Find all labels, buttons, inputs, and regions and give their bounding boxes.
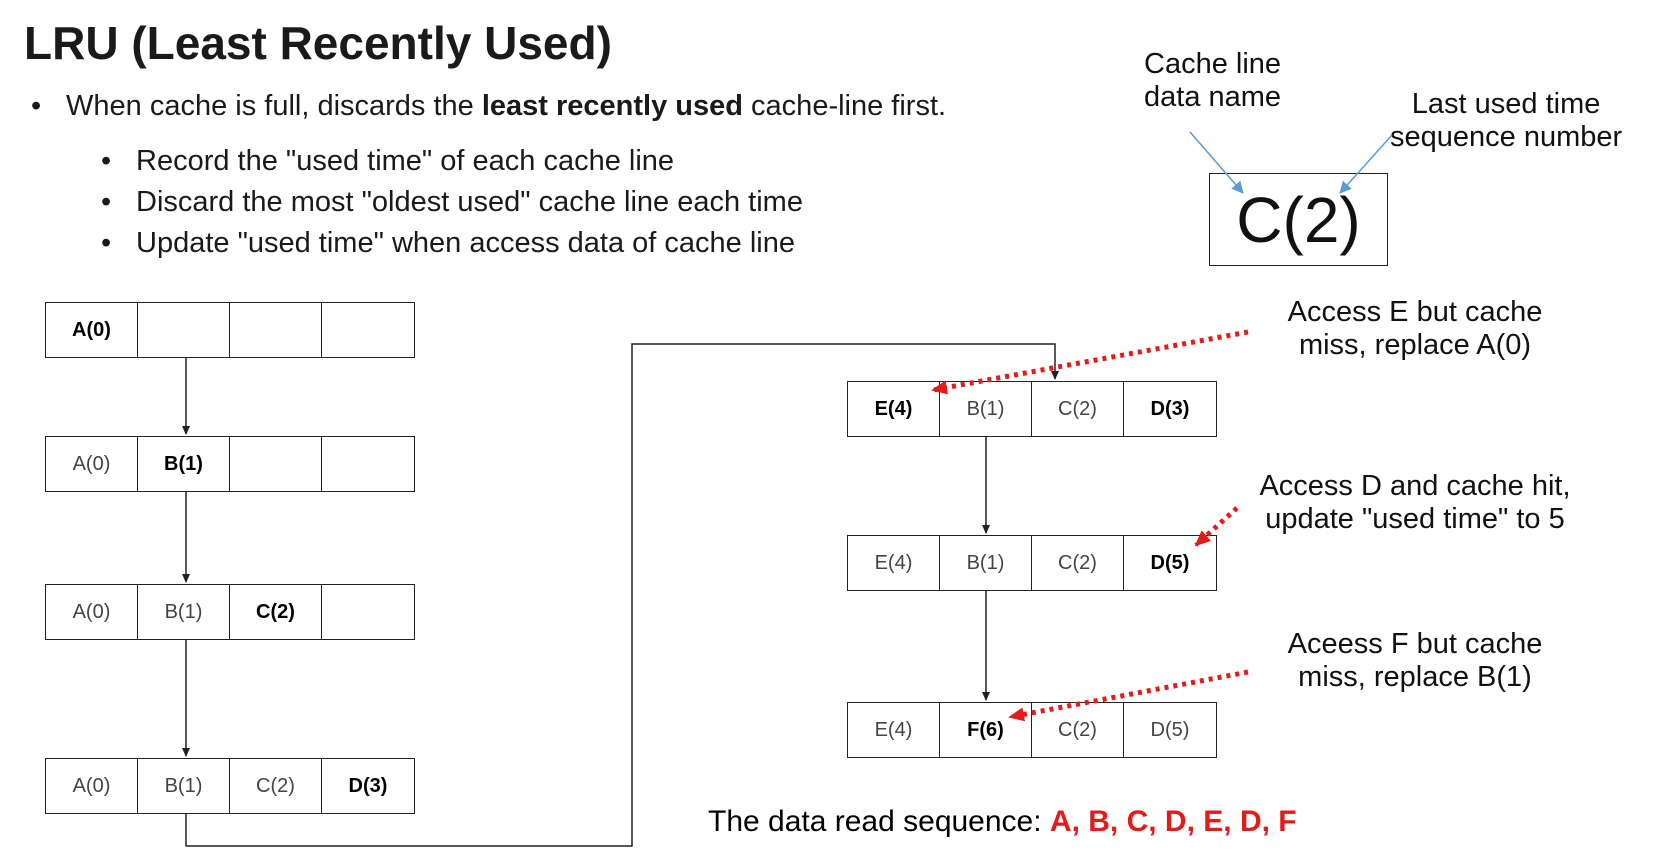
cache-cell: F(6) xyxy=(940,703,1032,757)
annotation-access-f: Aceess F but cache miss, replace B(1) xyxy=(1230,628,1600,694)
cache-state-7: E(4)F(6)C(2) D(5) xyxy=(847,702,1217,758)
cache-cell: C(2) xyxy=(230,585,322,639)
annotation-access-e-line-1: Access E but cache xyxy=(1287,296,1543,328)
bullet-main-text-before: When cache is full, discards the xyxy=(66,90,482,122)
cache-cell: C(2) xyxy=(1032,382,1124,436)
cache-cell: C(2) xyxy=(1032,703,1124,757)
annotation-access-f-line-1: Aceess F but cache xyxy=(1287,628,1543,660)
sub-bullet-1: Record the "used time" of each cache lin… xyxy=(101,145,674,178)
legend-name-label-line-2: data name xyxy=(1144,81,1282,113)
cache-cell: B(1) xyxy=(138,437,230,491)
sub-bullet-3: Update "used time" when access data of c… xyxy=(101,227,795,260)
slide-title: LRU (Least Recently Used) xyxy=(24,17,612,69)
cache-cell: B(1) xyxy=(940,382,1032,436)
annotation-access-e-line-2: miss, replace A(0) xyxy=(1298,329,1532,361)
cache-cell: E(4) xyxy=(848,536,940,590)
annotation-access-e: Access E but cache miss, replace A(0) xyxy=(1230,296,1600,362)
read-sequence: The data read sequence: A, B, C, D, E, D… xyxy=(708,805,1297,839)
cache-cell: C(2) xyxy=(1032,536,1124,590)
cache-state-2: A(0)B(1) xyxy=(45,436,415,492)
cache-cell: A(0) xyxy=(46,437,138,491)
cache-cell: D(5) xyxy=(1150,551,1190,574)
legend-time-label-line-1: Last used time xyxy=(1411,88,1601,120)
flow-connector-4-5 xyxy=(185,343,1059,847)
legend-name-arrow xyxy=(1189,131,1244,194)
cache-cell xyxy=(230,437,322,491)
cache-cell: E(4) xyxy=(848,703,940,757)
annotation-access-d-line-2: update "used time" to 5 xyxy=(1265,503,1565,535)
cache-cell: D(3) xyxy=(348,774,388,797)
annotation-arrow-e xyxy=(931,329,1249,395)
cache-cell: B(1) xyxy=(940,536,1032,590)
legend-time-label: Last used time sequence number xyxy=(1390,88,1622,154)
cache-cell: B(1) xyxy=(138,759,230,813)
cache-cell: D(5) xyxy=(1150,718,1190,741)
annotation-arrow-d xyxy=(1194,506,1239,547)
annotation-access-d-line-1: Access D and cache hit, xyxy=(1259,470,1571,502)
annotation-arrow-f xyxy=(1008,669,1249,722)
legend-time-label-line-2: sequence number xyxy=(1390,121,1623,153)
legend-time-arrow xyxy=(1339,134,1393,194)
cache-cell: A(0) xyxy=(46,303,138,357)
legend-name-label: Cache line data name xyxy=(1144,48,1281,114)
annotation-access-d: Access D and cache hit, update "used tim… xyxy=(1230,470,1600,536)
cache-cell: E(4) xyxy=(848,382,940,436)
legend-name-label-line-1: Cache line xyxy=(1144,48,1282,80)
cache-state-3: A(0)B(1)C(2) xyxy=(45,584,415,640)
cache-state-6: E(4)B(1)C(2) D(5) xyxy=(847,535,1217,591)
cache-cell: D(3) xyxy=(1150,397,1190,420)
cache-cell: A(0) xyxy=(46,585,138,639)
annotation-access-f-line-2: miss, replace B(1) xyxy=(1298,661,1532,693)
bullet-main: When cache is full, discards the least r… xyxy=(31,90,947,123)
bullet-main-text-bold: least recently used xyxy=(481,90,743,122)
cache-cell: C(2) xyxy=(230,759,322,813)
cache-cell: A(0) xyxy=(46,759,138,813)
sub-bullet-2: Discard the most "oldest used" cache lin… xyxy=(101,186,803,219)
cache-state-1: A(0) xyxy=(45,302,415,358)
read-sequence-label: The data read sequence: xyxy=(708,805,1050,838)
read-sequence-value: A, B, C, D, E, D, F xyxy=(1049,805,1297,838)
cache-cell xyxy=(230,303,322,357)
cache-state-5: E(4)B(1)C(2) D(3) xyxy=(847,381,1217,437)
cache-state-4: A(0)B(1)C(2) D(3) xyxy=(45,758,415,814)
legend-example-box: C(2) xyxy=(1209,173,1388,266)
bullet-main-text-after: cache-line first. xyxy=(743,90,947,122)
cache-cell xyxy=(138,303,230,357)
cache-cell: B(1) xyxy=(138,585,230,639)
